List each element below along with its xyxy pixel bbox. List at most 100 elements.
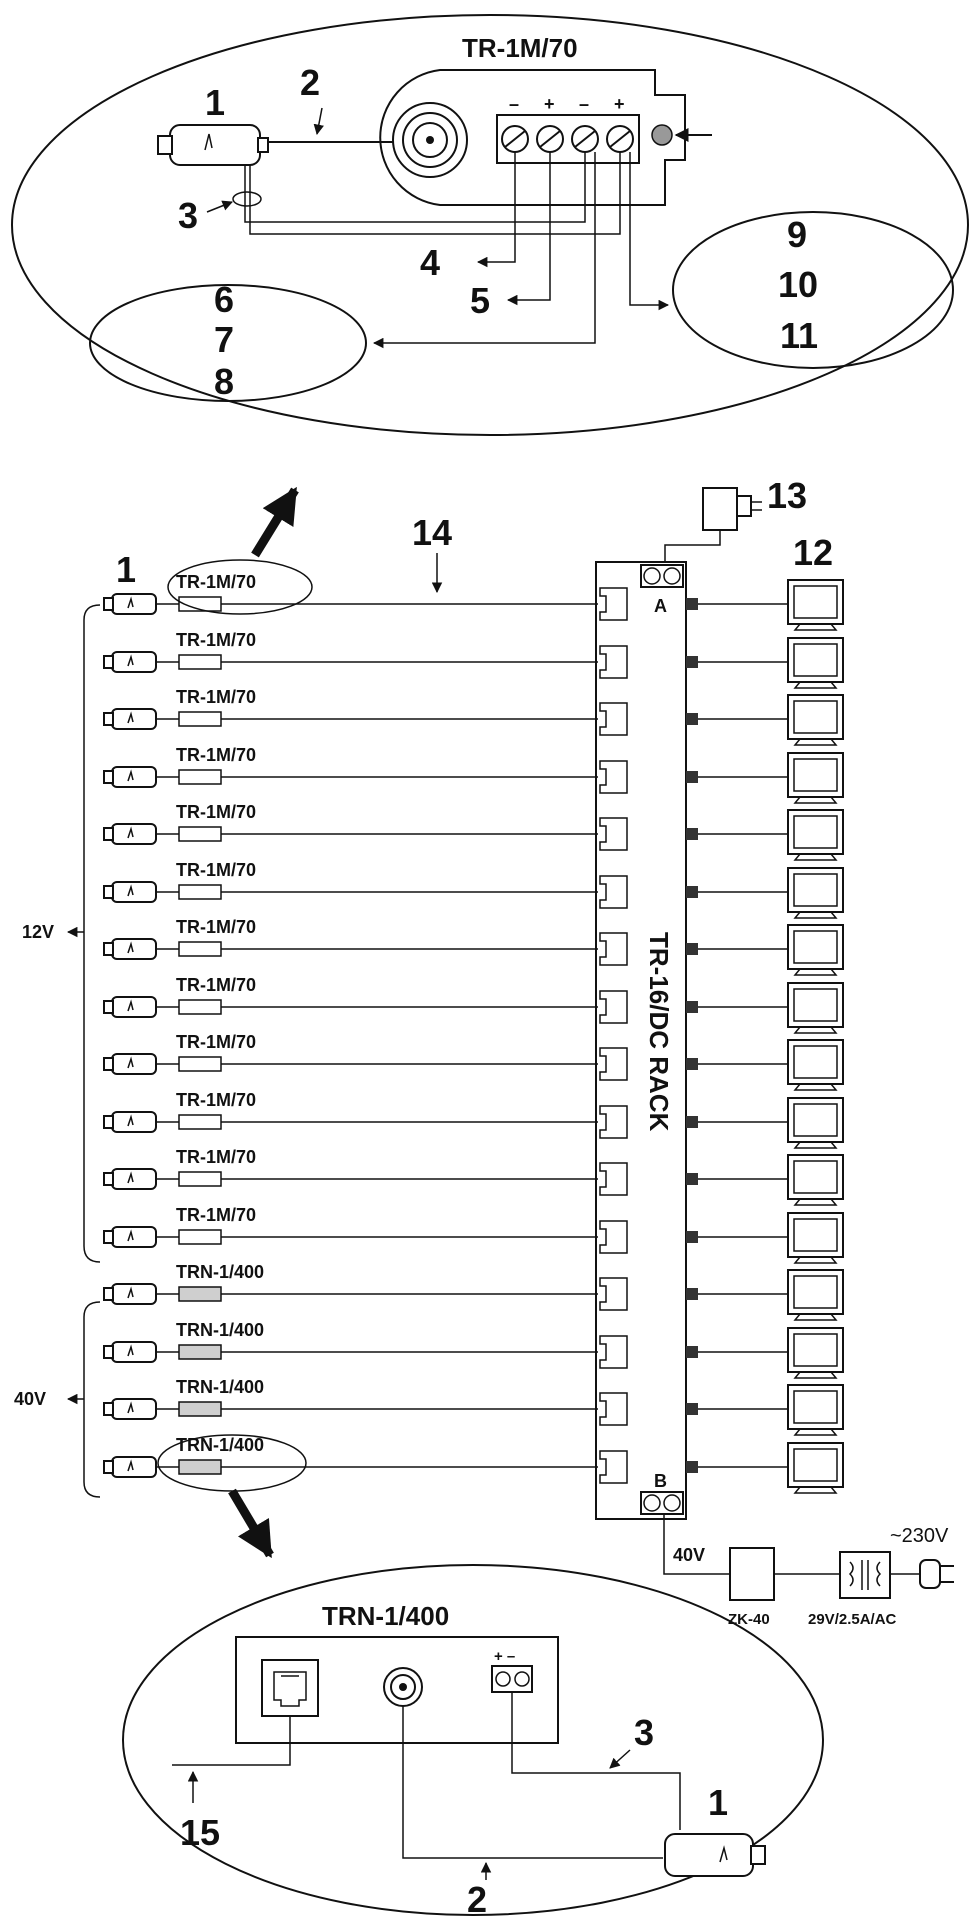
- channel-row: TR-1M/70: [103, 572, 844, 631]
- rj45-port-icon: [599, 1105, 628, 1139]
- transmitter-box: [178, 1171, 222, 1187]
- camera-icon: [103, 766, 157, 788]
- camera-icon: [157, 124, 269, 166]
- channel-rows: TR-1M/70TR-1M/70TR-1M/70TR-1M/70TR-1M/70…: [103, 572, 844, 1494]
- polarity-label-3: –: [579, 94, 589, 114]
- adapter-cable: [664, 530, 721, 565]
- channel-row: TR-1M/70: [103, 745, 844, 804]
- transmitter-box: [178, 884, 222, 900]
- transmitter-label: TR-1M/70: [176, 572, 256, 592]
- group-left-6: 6: [214, 279, 234, 320]
- transmitter-label: TRN-1/400: [176, 1262, 264, 1282]
- camera-icon: [103, 593, 157, 615]
- rj45-port-icon: [599, 990, 628, 1024]
- cable-callout-14: 14: [412, 512, 452, 553]
- bnc-output-icon: [686, 1346, 698, 1358]
- bnc-output-icon: [686, 828, 698, 840]
- rj45-port-icon: [599, 587, 628, 621]
- transmitter-box: [178, 826, 222, 842]
- group-right-11: 11: [780, 315, 818, 356]
- channel-row: TRN-1/400: [103, 1435, 844, 1494]
- callout-4: 4: [420, 242, 440, 283]
- power-pair-minus: [244, 152, 586, 223]
- monitors-callout-12: 12: [793, 532, 833, 573]
- power-pair-bottom: [511, 1692, 681, 1830]
- callout-3-pair: 3: [178, 195, 198, 236]
- bnc-output-icon: [686, 1001, 698, 1013]
- transmitter-box: [178, 1229, 222, 1245]
- terminal-a-label: A: [654, 596, 667, 616]
- bnc-output-icon: [686, 598, 698, 610]
- camera-icon: [103, 651, 157, 673]
- bottom-detail-ellipse: [122, 1564, 824, 1916]
- terminal-b-label: B: [654, 1471, 667, 1491]
- terminal-a: [640, 564, 684, 588]
- bnc-output-icon: [686, 1058, 698, 1070]
- callout-2-bottom: 2: [467, 1879, 487, 1920]
- zk40-box: [729, 1547, 775, 1601]
- camera-icon: [103, 823, 157, 845]
- transmitter-label: TR-1M/70: [176, 687, 256, 707]
- monitor-icon: [787, 982, 844, 1034]
- rj45-port-icon: [599, 1392, 628, 1426]
- camera-callout-1: 1: [116, 549, 136, 590]
- trn1400-title: TRN-1/400: [322, 1601, 449, 1631]
- bnc-output-icon: [686, 1403, 698, 1415]
- transmitter-label: TRN-1/400: [176, 1377, 264, 1397]
- transmitter-label: TR-1M/70: [176, 1032, 256, 1052]
- camera-icon: [103, 708, 157, 730]
- transmitter-label: TRN-1/400: [176, 1320, 264, 1340]
- callout-3-bottom-arrow: [609, 1749, 631, 1769]
- bnc-output-icon: [686, 1288, 698, 1300]
- camera-icon: [103, 1398, 157, 1420]
- wire-to-group-right: [629, 152, 670, 311]
- wire-to-4: [476, 152, 516, 268]
- rj45-port-icon: [261, 1659, 319, 1717]
- monitor-icon: [787, 1039, 844, 1091]
- rj45-port-icon: [599, 817, 628, 851]
- transmitter-box: [178, 1056, 222, 1072]
- channel-row: TR-1M/70: [103, 1032, 844, 1091]
- camera-icon: [103, 1456, 157, 1478]
- transmitter-box: [178, 1401, 222, 1417]
- rj45-port-icon: [599, 1335, 628, 1369]
- monitor-icon: [787, 1212, 844, 1264]
- rj45-port-icon: [599, 1047, 628, 1081]
- terminal-block: [496, 114, 640, 164]
- group-right-10: 10: [778, 264, 818, 305]
- led-indicator-icon: [651, 124, 673, 146]
- transmitter-label: TR-1M/70: [176, 1147, 256, 1167]
- group-left-7: 7: [214, 319, 234, 360]
- channel-row: TRN-1/400: [103, 1320, 844, 1379]
- monitor-icon: [787, 579, 844, 631]
- transmitter-label: TRN-1/400: [176, 1435, 264, 1455]
- transmitter-label: TR-1M/70: [176, 802, 256, 822]
- camera-icon: [103, 1053, 157, 1075]
- transmitter-box: [178, 769, 222, 785]
- supply-cable: [663, 1514, 730, 1575]
- rj45-port-icon: [599, 1162, 628, 1196]
- bnc-output-icon: [686, 713, 698, 725]
- callout-3-arrow: [206, 200, 233, 213]
- channel-row: TR-1M/70: [103, 860, 844, 919]
- camera-icon: [103, 881, 157, 903]
- channel-row: TR-1M/70: [103, 1147, 844, 1206]
- brace-12v: [83, 604, 101, 1263]
- transmitter-label: TR-1M/70: [176, 1205, 256, 1225]
- group-left-ellipse: [89, 284, 367, 402]
- monitor-icon: [787, 809, 844, 861]
- rj45-port-icon: [599, 645, 628, 679]
- transmitter-box: [178, 1344, 222, 1360]
- transmitter-label: TR-1M/70: [176, 917, 256, 937]
- camera-icon: [103, 938, 157, 960]
- top-detail-ellipse: [11, 14, 969, 436]
- bnc-connector-icon: [392, 102, 468, 178]
- monitor-icon: [787, 867, 844, 919]
- bnc-output-icon: [686, 943, 698, 955]
- terminal-b: [640, 1491, 684, 1515]
- polarity-label-4: +: [614, 94, 625, 114]
- camera-icon: [103, 1111, 157, 1133]
- mains-label: ~230V: [890, 1525, 949, 1547]
- monitor-icon: [787, 1384, 844, 1436]
- callout-5: 5: [470, 280, 490, 321]
